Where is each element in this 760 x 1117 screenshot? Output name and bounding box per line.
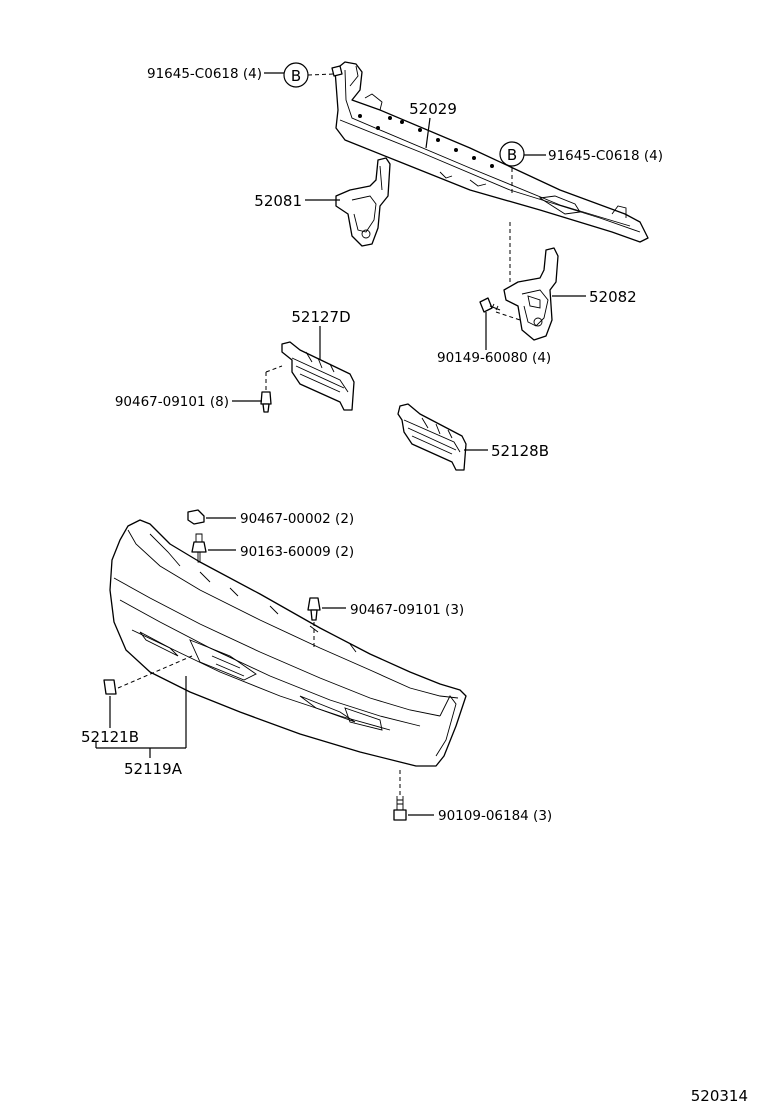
callout-90109-06184: 90109-06184 (3) xyxy=(438,808,552,824)
callout-labels: 91645-C0618 (4) 52029 91645-C0618 (4) 52… xyxy=(81,66,663,824)
ref-marker-left-text: B xyxy=(291,67,301,85)
ref-marker-right: B xyxy=(499,141,525,167)
screw-90163-60009 xyxy=(191,533,207,563)
retainer-52121B xyxy=(103,679,117,695)
callout-52127D: 52127D xyxy=(291,308,350,326)
bolt-90149 xyxy=(479,297,501,313)
diagram-id: 520314 xyxy=(691,1087,748,1105)
callout-90163-60009: 90163-60009 (2) xyxy=(240,544,354,560)
callout-52119A: 52119A xyxy=(124,760,183,778)
leader-lines xyxy=(95,72,586,816)
callout-91645-C0618-left: 91645-C0618 (4) xyxy=(147,66,262,82)
callout-52128B: 52128B xyxy=(491,442,549,460)
reinforcement-52029 xyxy=(334,61,649,243)
ref-marker-left: B xyxy=(283,62,309,88)
callout-91645-C0618-right: 91645-C0618 (4) xyxy=(548,148,663,164)
bracket-52128B xyxy=(397,403,467,471)
clip-90467-09101-upper xyxy=(260,391,272,413)
bracket-52127D xyxy=(281,341,355,411)
bracket-52081 xyxy=(335,157,391,247)
ref-marker-right-text: B xyxy=(507,146,517,164)
nut-90467-00002 xyxy=(187,509,205,525)
callout-52082: 52082 xyxy=(589,288,637,306)
callout-52121B: 52121B xyxy=(81,728,139,746)
clip-91645-left xyxy=(331,65,343,77)
bracket-52082 xyxy=(503,247,559,341)
bumper-cover-52119A xyxy=(109,519,467,767)
callout-90149-60080: 90149-60080 (4) xyxy=(437,350,551,366)
screw-90109-06184 xyxy=(393,796,407,821)
callout-52081: 52081 xyxy=(254,192,302,210)
callout-90467-00002: 90467-00002 (2) xyxy=(240,511,354,527)
clip-90467-09101-lower xyxy=(307,597,321,621)
callout-90467-09101-upper: 90467-09101 (8) xyxy=(115,394,229,410)
callout-52029: 52029 xyxy=(409,100,457,118)
callout-90467-09101-lower: 90467-09101 (3) xyxy=(350,602,464,618)
